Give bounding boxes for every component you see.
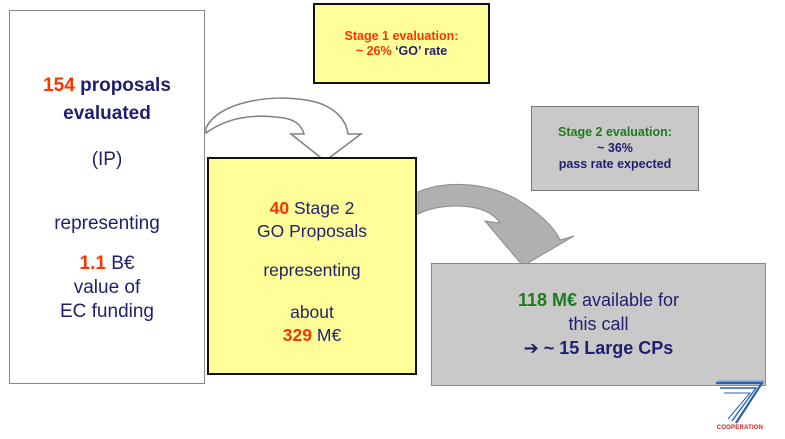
stage1-title: Stage 1 evaluation: [344, 29, 459, 43]
budget-amount: 118 M€ [517, 290, 577, 310]
go-proposals-label: GO Proposals [257, 221, 367, 241]
large-cps-label: ~ 15 Large CPs [538, 338, 674, 358]
go-stage-label: Stage 2 [289, 198, 355, 218]
go-proposals-box: 40 Stage 2 GO Proposals representing abo… [207, 157, 417, 375]
budget-label: available for [576, 290, 680, 310]
curved-arrow-stage1 [205, 97, 364, 162]
curved-arrow-stage2 [417, 184, 575, 267]
ip-label: (IP) [91, 149, 123, 170]
proposals-label: proposals [74, 75, 171, 96]
stage1-rate-suffix: rate [420, 44, 448, 58]
funding-unit: B€ [105, 253, 135, 274]
this-call-label: this call [568, 314, 629, 334]
right-arrow-icon: ➔ [523, 338, 539, 358]
go-count: 40 [269, 198, 290, 218]
funding-amount-line: 1.1 B€ [10, 253, 204, 275]
stage2-title: Stage 2 evaluation: [558, 125, 672, 139]
stage1-rate-line: ~ 26% ‘GO’ rate [315, 44, 488, 58]
middle-amount: 329 [282, 325, 312, 345]
stage1-rate: ~ 26% [355, 44, 396, 58]
proposals-count-line: 154 proposals [10, 75, 204, 97]
stage1-go: ‘GO’ [395, 44, 421, 58]
stage2-note: Stage 2 evaluation: ~ 36% pass rate expe… [531, 106, 699, 191]
middle-representing-label: representing [263, 260, 361, 280]
representing-label: representing [54, 213, 160, 234]
budget-line: 118 M€ available for [432, 290, 765, 311]
logo-label: COOPERATION [716, 425, 764, 431]
call-budget-box: 118 M€ available for this call ➔ ~ 15 La… [431, 263, 766, 386]
funding-amount: 1.1 [79, 253, 106, 274]
stage2-pass-label: pass rate expected [558, 157, 672, 171]
proposals-evaluated-box: 154 proposals evaluated (IP) representin… [9, 10, 205, 384]
fp7-logo-icon [716, 380, 765, 424]
value-of-label: value of [73, 277, 141, 298]
stage2-rate: ~ 36% [597, 141, 633, 155]
go-count-line: 40 Stage 2 [209, 198, 415, 219]
about-label: about [290, 302, 334, 322]
middle-amount-line: 329 M€ [209, 325, 415, 346]
proposals-count: 154 [43, 75, 75, 96]
stage1-note: Stage 1 evaluation: ~ 26% ‘GO’ rate [313, 3, 490, 84]
evaluated-label: evaluated [63, 103, 151, 124]
fp7-cooperation-logo: COOPERATION [712, 379, 768, 437]
large-cps-line: ➔ ~ 15 Large CPs [432, 338, 765, 359]
ec-funding-label: EC funding [59, 301, 154, 322]
middle-amount-unit: M€ [312, 325, 342, 345]
